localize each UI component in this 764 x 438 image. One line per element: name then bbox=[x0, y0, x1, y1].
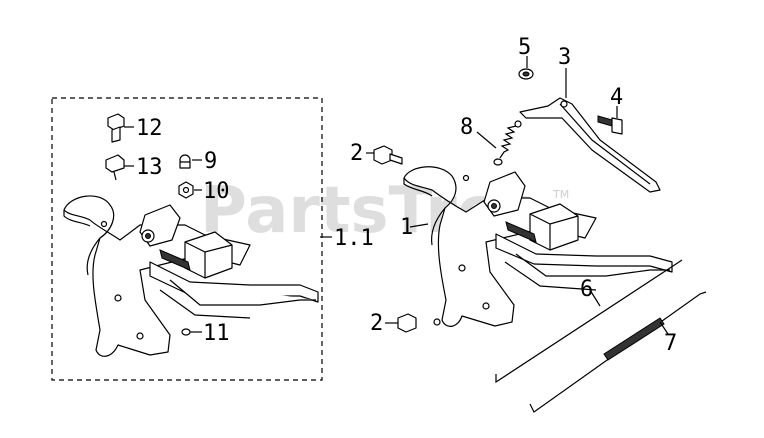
part-9-screw bbox=[179, 154, 191, 169]
callout-11: 11 bbox=[203, 321, 230, 346]
part-2-bolt-top bbox=[373, 145, 403, 165]
part-12-bolt bbox=[107, 113, 125, 143]
part-13-clip bbox=[105, 154, 125, 181]
callout-7: 7 bbox=[664, 331, 677, 356]
left-control-panel bbox=[63, 195, 319, 357]
callout-1: 1 bbox=[400, 215, 413, 240]
right-control-panel bbox=[403, 166, 673, 327]
callout-9: 9 bbox=[204, 149, 217, 174]
part-10-nut bbox=[178, 181, 194, 199]
callout-1-1: 1.1 bbox=[334, 226, 374, 251]
subassembly-box bbox=[51, 97, 323, 381]
callout-12: 12 bbox=[136, 116, 163, 141]
part-3-lever-arm bbox=[519, 97, 661, 193]
part-2-bolt-bottom bbox=[397, 313, 441, 333]
part-7-cable bbox=[529, 291, 707, 413]
callout-3: 3 bbox=[558, 45, 571, 70]
callout-5: 5 bbox=[518, 35, 531, 60]
part-11-ring bbox=[181, 328, 191, 336]
part-5-washer bbox=[518, 68, 534, 80]
part-4-pin bbox=[597, 115, 623, 135]
part-8-spring bbox=[493, 120, 522, 166]
callout-4: 4 bbox=[610, 85, 623, 110]
callout-2-bottom: 2 bbox=[370, 311, 383, 336]
callout-2-top: 2 bbox=[350, 141, 363, 166]
part-6-rod bbox=[495, 259, 683, 384]
callout-8: 8 bbox=[460, 115, 473, 140]
callout-13: 13 bbox=[136, 155, 163, 180]
callout-10: 10 bbox=[203, 179, 230, 204]
watermark-trademark: TM bbox=[552, 188, 569, 201]
callout-6: 6 bbox=[580, 277, 593, 302]
